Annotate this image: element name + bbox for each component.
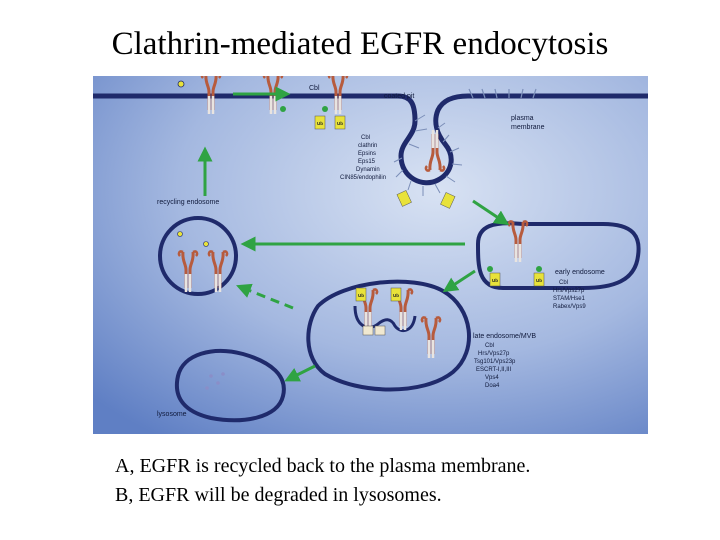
- page-title: Clathrin-mediated EGFR endocytosis: [111, 26, 609, 62]
- label-cbl: Cbl: [309, 85, 320, 92]
- svg-text:Rabex/Vps9: Rabex/Vps9: [553, 304, 586, 310]
- svg-text:Cbl: Cbl: [361, 135, 370, 141]
- svg-text:Epsins: Epsins: [358, 151, 376, 157]
- svg-text:Doa4: Doa4: [485, 383, 500, 389]
- label-plasma-membrane-2: membrane: [511, 124, 545, 131]
- late-endosome-protein-list: Cbl Hrs/Vps27p Tsg101/Vps23p ESCRT-I,II,…: [474, 343, 516, 389]
- diagram-background: [93, 76, 648, 434]
- svg-text:Ub: Ub: [358, 293, 364, 298]
- recycling-endosome: [158, 216, 238, 296]
- svg-text:Tsg101/Vps23p: Tsg101/Vps23p: [474, 359, 516, 365]
- svg-text:Ub: Ub: [393, 293, 399, 298]
- ligand-dots: [177, 80, 542, 390]
- svg-text:Ub: Ub: [536, 278, 542, 283]
- clathrin-coat: [393, 88, 537, 196]
- early-endosome-protein-list: Cbl Hrs/Vps27p STAM/Hse1 Rabex/Vps9: [553, 280, 586, 310]
- label-plasma-membrane-1: plasma: [511, 115, 534, 122]
- label-late-endosome: late endosome/MVB: [473, 333, 536, 340]
- mvb-invagination: [353, 305, 417, 333]
- svg-text:Ub: Ub: [492, 278, 498, 283]
- label-coated-pit: coated pit: [384, 93, 414, 100]
- endocytosis-diagram: Ub Ub Ub Ub Ub Ub Cbl coated pit plasma …: [93, 76, 648, 434]
- svg-text:ESCRT-I,II,III: ESCRT-I,II,III: [476, 367, 512, 373]
- label-early-endosome: early endosome: [555, 269, 605, 276]
- svg-text:clathrin: clathrin: [358, 143, 377, 149]
- svg-text:Hrs/Vps27p: Hrs/Vps27p: [478, 351, 510, 357]
- svg-text:Cbl: Cbl: [485, 343, 494, 349]
- caption: A, EGFR is recycled back to the plasma m…: [115, 452, 695, 510]
- svg-text:STAM/Hse1: STAM/Hse1: [553, 296, 586, 302]
- caption-line-b: B, EGFR will be degraded in lysosomes.: [115, 484, 442, 506]
- label-recycling-endosome: recycling endosome: [157, 199, 219, 206]
- lysosome: [174, 349, 286, 423]
- trafficking-arrows: [197, 86, 510, 382]
- svg-text:Eps15: Eps15: [358, 159, 376, 165]
- svg-text:Ub: Ub: [337, 121, 343, 126]
- svg-text:Ub: Ub: [317, 121, 323, 126]
- caption-line-a: A, EGFR is recycled back to the plasma m…: [115, 455, 531, 477]
- svg-text:Dynamin: Dynamin: [356, 167, 380, 173]
- ubiquitin-tags: Ub Ub Ub Ub Ub Ub: [314, 115, 545, 336]
- svg-text:Hrs/Vps27p: Hrs/Vps27p: [553, 288, 585, 294]
- svg-text:Vps4: Vps4: [485, 375, 499, 381]
- svg-text:CIN85/endophilin: CIN85/endophilin: [340, 175, 386, 181]
- coated-pit-protein-list: Cbl clathrin Epsins Eps15 Dynamin CIN85/…: [340, 135, 386, 181]
- late-endosome-mvb: [306, 279, 471, 392]
- svg-text:Cbl: Cbl: [559, 280, 568, 286]
- label-lysosome: lysosome: [157, 411, 187, 418]
